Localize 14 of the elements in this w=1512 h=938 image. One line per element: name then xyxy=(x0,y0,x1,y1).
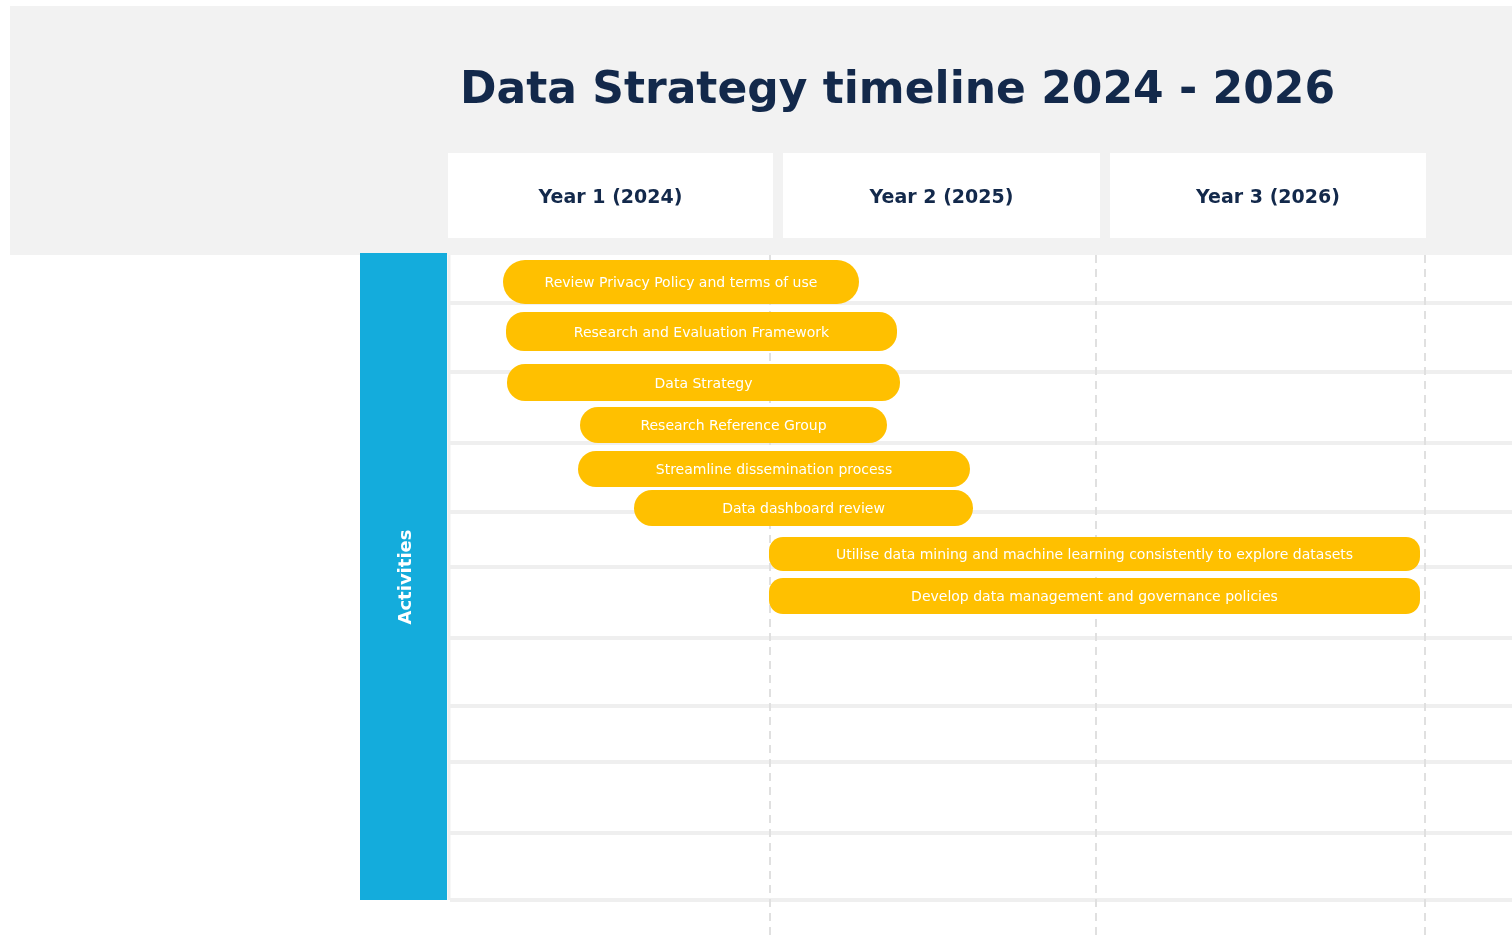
activity-bar: Streamline dissemination process xyxy=(578,451,970,487)
year-header: Year 3 (2026) xyxy=(1110,153,1426,238)
lane-label: Activities xyxy=(393,529,414,624)
activity-bar: Review Privacy Policy and terms of use xyxy=(503,260,859,304)
year-header: Year 2 (2025) xyxy=(783,153,1100,238)
activity-bar: Develop data management and governance policies xyxy=(769,578,1420,614)
activity-bar: Research and Evaluation Framework xyxy=(506,312,897,351)
activity-bar: Utilise data mining and machine learning consistently to explore datasets xyxy=(769,537,1420,571)
activity-bar: Research Reference Group xyxy=(580,407,887,443)
activity-bar: Data dashboard review xyxy=(634,490,973,526)
swimlane-band xyxy=(360,253,447,900)
chart-title: Data Strategy timeline 2024 - 2026 xyxy=(460,62,1335,113)
year-header: Year 1 (2024) xyxy=(448,153,773,238)
activity-bar: Data Strategy xyxy=(507,364,900,401)
